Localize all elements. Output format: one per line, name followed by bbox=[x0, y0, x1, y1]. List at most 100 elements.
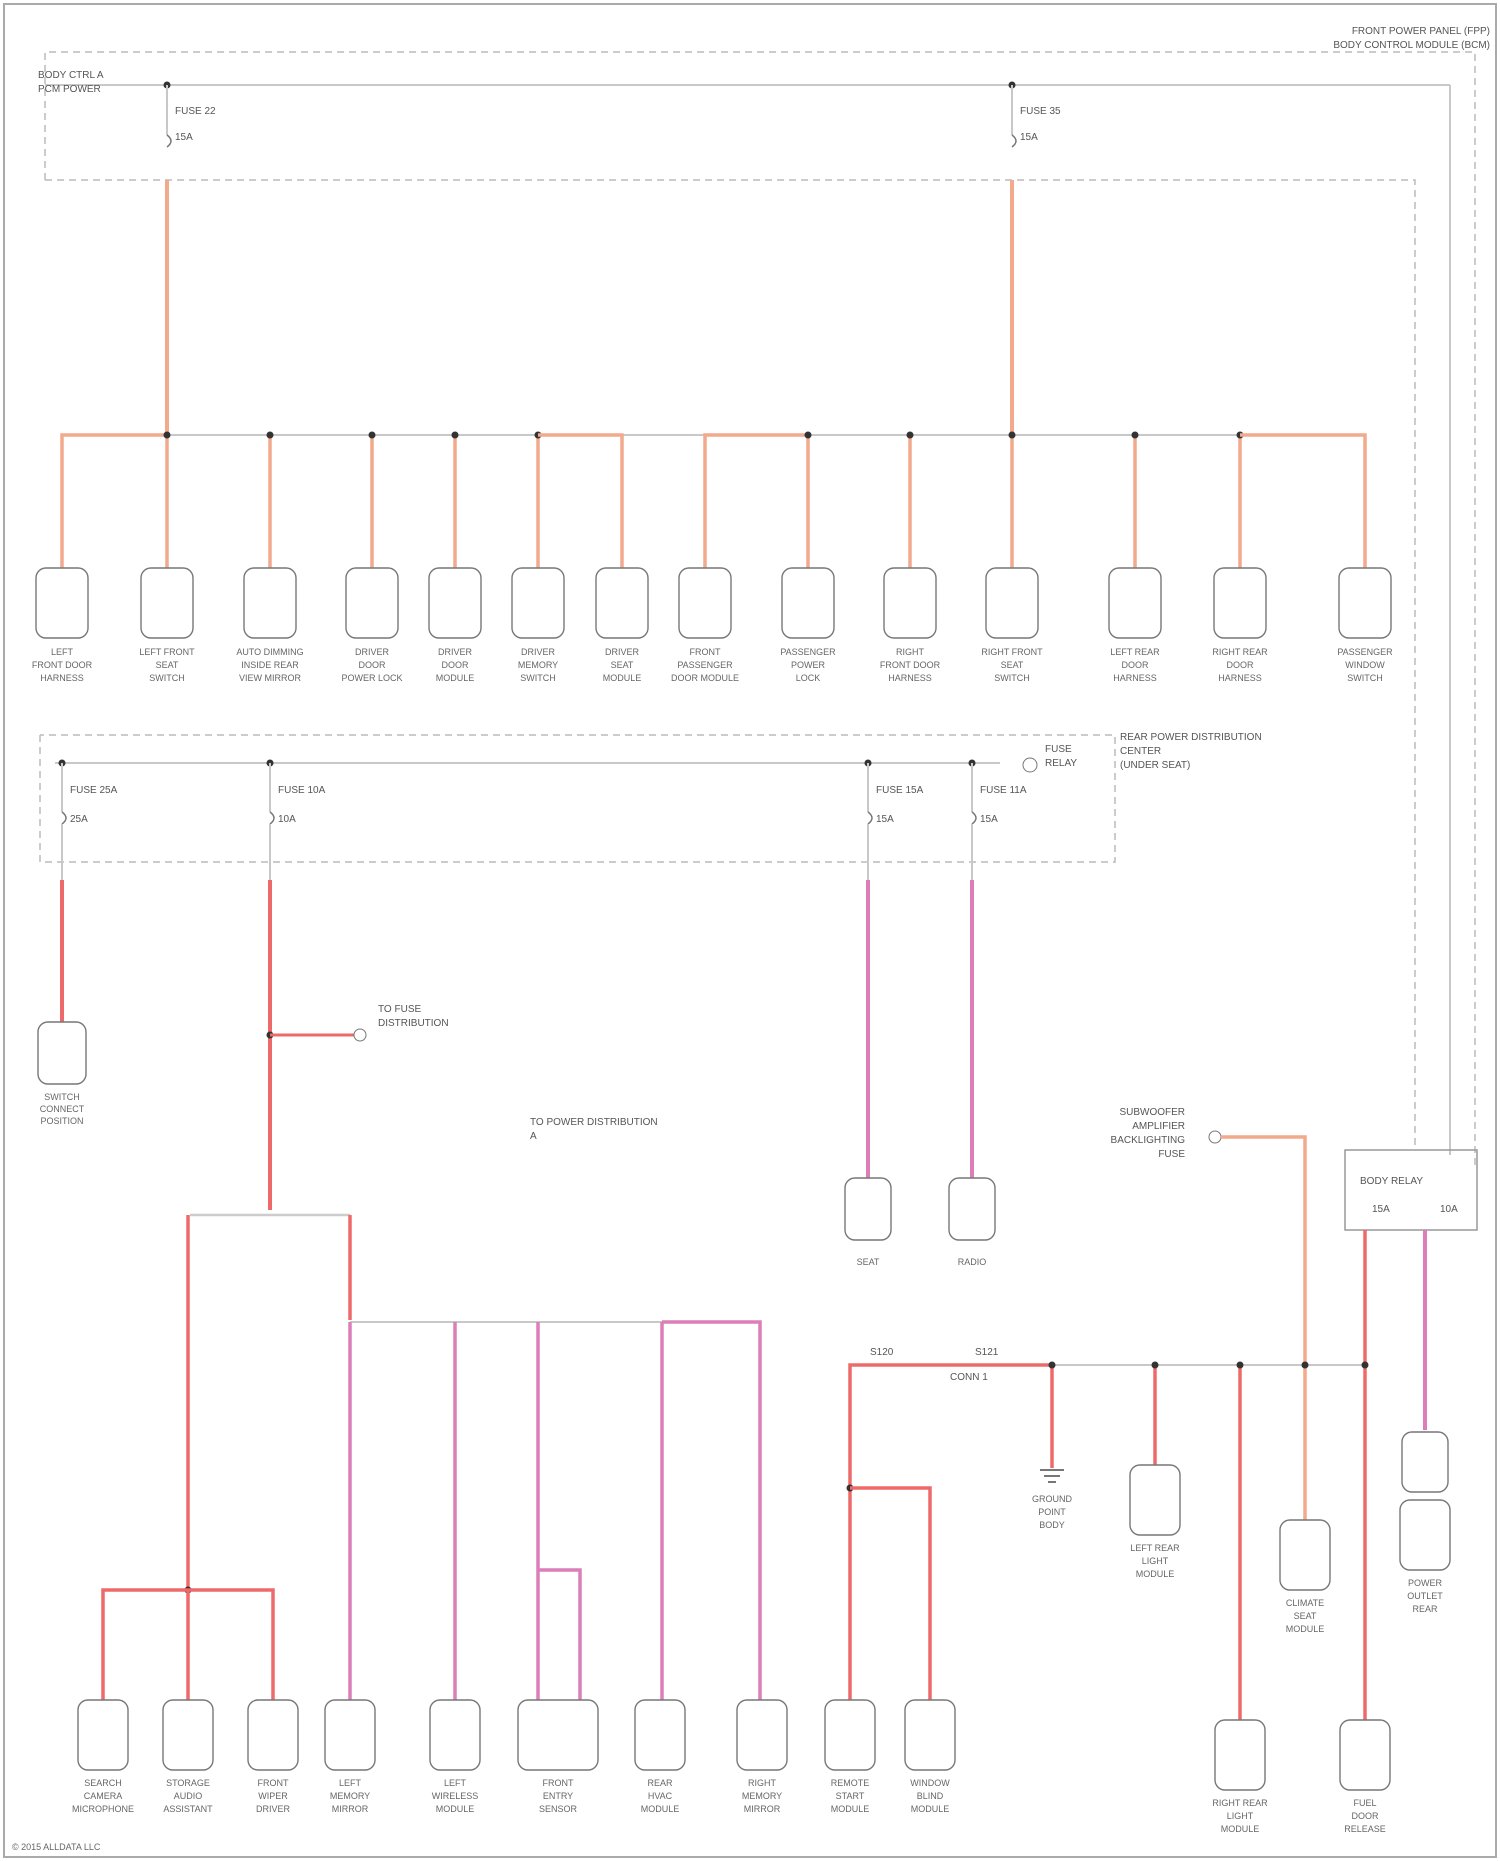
bottom-component-label-8-2: START bbox=[836, 1791, 865, 1801]
ground-icon bbox=[1040, 1470, 1064, 1482]
bottom-component-label-1-2: AUDIO bbox=[174, 1791, 203, 1801]
bottom-component-label-0-3: MICROPHONE bbox=[72, 1804, 134, 1814]
top-component-label-12-1: RIGHT REAR bbox=[1212, 647, 1268, 657]
mid-box-label3: (UNDER SEAT) bbox=[1120, 760, 1190, 771]
top-component-label-2-1: AUTO DIMMING bbox=[236, 647, 303, 657]
bottom-component-label-8-1: REMOTE bbox=[831, 1778, 870, 1788]
top-component-label-8-2: POWER bbox=[791, 660, 826, 670]
top-component-label-4-3: MODULE bbox=[436, 673, 475, 683]
top-component-label-5-3: SWITCH bbox=[520, 673, 556, 683]
top-component-label-3-3: POWER LOCK bbox=[341, 673, 402, 683]
bottom-component-13 bbox=[1280, 1520, 1330, 1590]
seat-label: SEAT bbox=[857, 1257, 880, 1267]
bottom-component-label-11-3: MODULE bbox=[1136, 1569, 1175, 1579]
top-component-0 bbox=[36, 568, 88, 638]
header-line1: FRONT POWER PANEL (FPP) bbox=[1352, 26, 1490, 37]
tee-label1: TO FUSE bbox=[378, 1004, 421, 1015]
splice-label-2: S121 bbox=[975, 1347, 999, 1358]
splice-br4 bbox=[1237, 1362, 1244, 1369]
radio-label: RADIO bbox=[958, 1257, 987, 1267]
top-component-label-4-2: DOOR bbox=[442, 660, 470, 670]
bottom-component-label-10-3: BODY bbox=[1039, 1520, 1065, 1530]
top-component-label-7-3: DOOR MODULE bbox=[671, 673, 739, 683]
bottom-component-label-4-1: LEFT bbox=[444, 1778, 467, 1788]
connector-tee-icon bbox=[354, 1029, 366, 1041]
bottom-component-3 bbox=[325, 1700, 375, 1770]
bottom-component-2 bbox=[248, 1700, 298, 1770]
body-relay-label: BODY RELAY bbox=[1360, 1176, 1423, 1187]
top-component-label-0-2: FRONT DOOR bbox=[32, 660, 93, 670]
bottom-component-label-6-3: MODULE bbox=[641, 1804, 680, 1814]
wire-bm-5 bbox=[662, 1322, 760, 1700]
bottom-component-label-12-1: RIGHT REAR bbox=[1212, 1798, 1268, 1808]
body-relay-box bbox=[1345, 1150, 1477, 1230]
mid-fuse-amp-0: 25A bbox=[70, 814, 88, 825]
top-splice-8 bbox=[805, 432, 812, 439]
bottom-component-label-15-3: REAR bbox=[1412, 1604, 1438, 1614]
bottom-component-label-4-3: MODULE bbox=[436, 1804, 475, 1814]
right-note2: AMPLIFIER bbox=[1132, 1121, 1185, 1132]
fuse-right: FUSE 35 15A bbox=[1009, 82, 1062, 148]
bottom-component-label-1-3: ASSISTANT bbox=[163, 1804, 213, 1814]
top-component-label-9-2: FRONT DOOR bbox=[880, 660, 941, 670]
connector-right-icon bbox=[1209, 1131, 1221, 1143]
mid-fuse-label-2: FUSE 15A bbox=[876, 785, 924, 796]
bottom-component-label-11-1: LEFT REAR bbox=[1130, 1543, 1180, 1553]
center-note: TO POWER DISTRIBUTION bbox=[530, 1117, 658, 1128]
bottom-component-label-3-2: MEMORY bbox=[330, 1791, 370, 1801]
bottom-component-label-1-1: STORAGE bbox=[166, 1778, 210, 1788]
top-component-label-12-2: DOOR bbox=[1227, 660, 1255, 670]
bottom-component-label-5-1: FRONT bbox=[543, 1778, 574, 1788]
top-component-label-4-1: DRIVER bbox=[438, 647, 473, 657]
wire-br-2 bbox=[850, 1488, 930, 1700]
bottom-component-label-14-1: FUEL bbox=[1353, 1798, 1376, 1808]
top-component-label-8-1: PASSENGER bbox=[780, 647, 836, 657]
switch-connect-label2: CONNECT bbox=[40, 1104, 85, 1114]
wire-bm-3b bbox=[538, 1570, 580, 1700]
fuse-right-amp: 15A bbox=[1020, 132, 1038, 143]
top-component-7 bbox=[679, 568, 731, 638]
bottom-component-label-6-2: HVAC bbox=[648, 1791, 673, 1801]
top-component-label-8-3: LOCK bbox=[796, 673, 821, 683]
bottom-component-label-10-1: GROUND bbox=[1032, 1494, 1072, 1504]
bottom-component-label-12-3: MODULE bbox=[1221, 1824, 1260, 1834]
top-component-9 bbox=[884, 568, 936, 638]
bottom-component-label-2-2: WIPER bbox=[258, 1791, 288, 1801]
top-component-label-1-1: LEFT FRONT bbox=[139, 647, 195, 657]
bottom-component-label-0-1: SEARCH bbox=[84, 1778, 122, 1788]
mid-fuse-symbol-0 bbox=[62, 812, 66, 824]
top-component-8 bbox=[782, 568, 834, 638]
radio-component bbox=[949, 1178, 995, 1240]
top-component-label-9-3: HARNESS bbox=[888, 673, 932, 683]
bottom-component-label-12-2: LIGHT bbox=[1227, 1811, 1254, 1821]
top-component-label-10-1: RIGHT FRONT bbox=[981, 647, 1043, 657]
splice-br3 bbox=[1152, 1362, 1159, 1369]
bottom-component-label-9-3: MODULE bbox=[911, 1804, 950, 1814]
top-splice-11 bbox=[1132, 432, 1139, 439]
top-splice-4 bbox=[452, 432, 459, 439]
relay-right-component bbox=[1402, 1432, 1448, 1492]
bottom-component-label-15-2: OUTLET bbox=[1407, 1591, 1443, 1601]
bottom-component-14 bbox=[1340, 1720, 1390, 1790]
top-component-label-11-3: HARNESS bbox=[1113, 673, 1157, 683]
top-component-label-6-1: DRIVER bbox=[605, 647, 640, 657]
mid-box-label2: CENTER bbox=[1120, 746, 1161, 757]
body-relay-amp2: 10A bbox=[1440, 1204, 1458, 1215]
top-component-label-10-3: SWITCH bbox=[994, 673, 1030, 683]
mid-box-note1: FUSE bbox=[1045, 744, 1072, 755]
bottom-component-4 bbox=[430, 1700, 480, 1770]
wire-backlight bbox=[1221, 1137, 1305, 1520]
top-wire-7 bbox=[705, 435, 808, 570]
top-wire-0 bbox=[62, 435, 167, 570]
top-component-label-0-3: HARNESS bbox=[40, 673, 84, 683]
top-splice-3 bbox=[369, 432, 376, 439]
top-component-3 bbox=[346, 568, 398, 638]
splice-br2 bbox=[1049, 1362, 1056, 1369]
splice-br5 bbox=[1302, 1362, 1309, 1369]
mid-fuse-amp-2: 15A bbox=[876, 814, 894, 825]
top-component-label-1-2: SEAT bbox=[156, 660, 179, 670]
top-component-label-6-2: SEAT bbox=[611, 660, 634, 670]
top-component-label-0-1: LEFT bbox=[51, 647, 74, 657]
bottom-component-label-7-1: RIGHT bbox=[748, 1778, 777, 1788]
top-component-label-5-1: DRIVER bbox=[521, 647, 556, 657]
